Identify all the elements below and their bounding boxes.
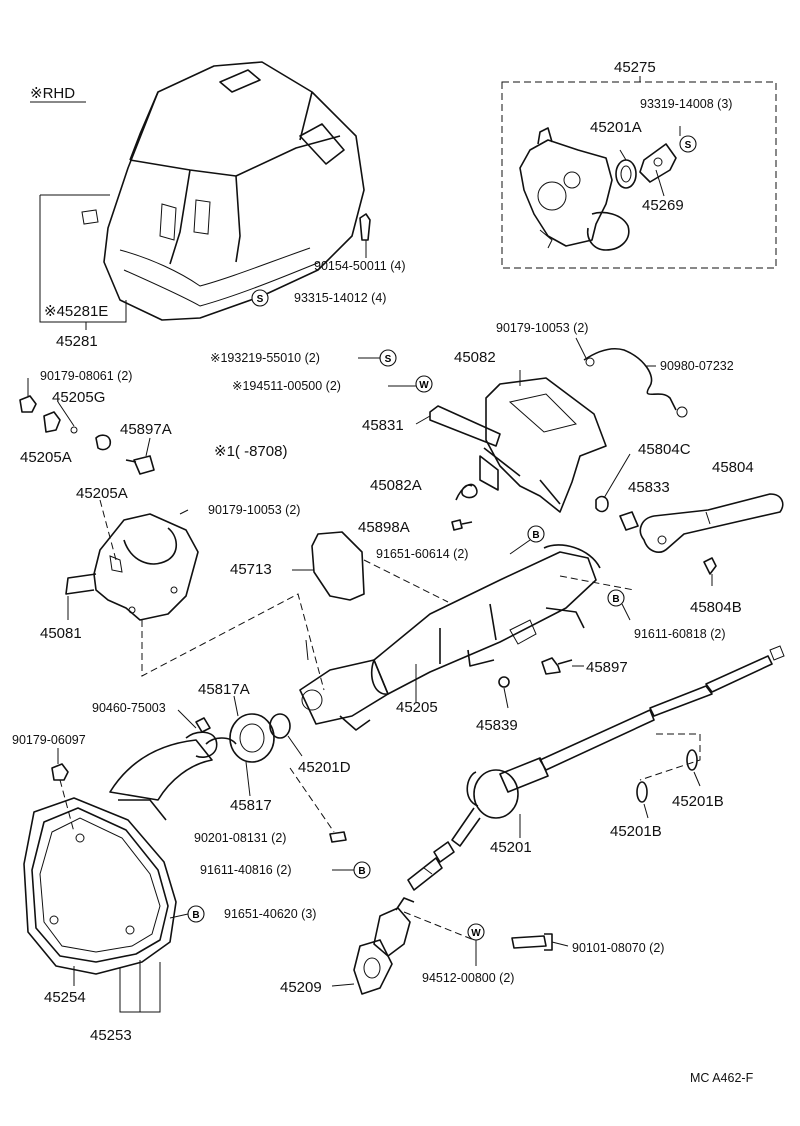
- svg-text:S: S: [385, 354, 392, 365]
- label-45082A: 45082A: [370, 477, 422, 494]
- bolt-90201-drawing: [329, 831, 347, 843]
- badge-s-193219: S: [379, 349, 397, 367]
- label-45205G: 45205G: [52, 389, 105, 406]
- svg-text:B: B: [358, 866, 365, 877]
- label-45804C: 45804C: [638, 441, 691, 458]
- badge-b-91651-40620: B: [187, 905, 205, 923]
- label-93315-14012: 93315-14012 (4): [294, 291, 386, 305]
- label-45804: 45804: [712, 459, 754, 476]
- label-45817A: 45817A: [198, 681, 250, 698]
- column-cover-45281-drawing: [81, 61, 365, 321]
- label-45201D: 45201D: [298, 759, 351, 776]
- lever-45804-drawing: [619, 493, 784, 553]
- label-45839: 45839: [476, 717, 518, 734]
- label-45804B: 45804B: [690, 599, 742, 616]
- label-45254: 45254: [44, 989, 86, 1006]
- label-90101-08070: 90101-08070 (2): [572, 941, 664, 955]
- label-90980-07232: 90980-07232: [660, 359, 734, 373]
- label-45201B-2: 45201B: [610, 823, 662, 840]
- label-90154-50011: 90154-50011 (4): [314, 259, 406, 273]
- label-45281E: ※45281E: [44, 303, 108, 320]
- label-note-1: ※1( -8708): [214, 443, 287, 460]
- svg-text:B: B: [612, 594, 619, 605]
- clip-90460-drawing: [195, 717, 211, 733]
- cover-45254-45253-drawing: [23, 739, 213, 975]
- bolt-45831-drawing: [429, 405, 501, 447]
- badge-s-93319: S: [679, 135, 697, 153]
- label-45713: 45713: [230, 561, 272, 578]
- label-90179-10053-mid: 90179-10053 (2): [208, 503, 300, 517]
- snap-ring-45201B-2: [686, 749, 698, 771]
- label-footer-code: MC A462-F: [690, 1071, 754, 1085]
- label-45817: 45817: [230, 797, 272, 814]
- label-45253: 45253: [90, 1027, 132, 1044]
- svg-text:S: S: [685, 140, 692, 151]
- svg-text:W: W: [471, 928, 481, 939]
- part-45839-drawing: [498, 676, 510, 688]
- bolt-45897-drawing: [541, 657, 573, 675]
- label-45205: 45205: [396, 699, 438, 716]
- label-45205A-2: 45205A: [76, 485, 128, 502]
- label-90179-06097: 90179-06097: [12, 733, 86, 747]
- svg-text:W: W: [419, 380, 429, 391]
- label-45201A: 45201A: [590, 119, 642, 136]
- label-91651-40620: 91651-40620 (3): [224, 907, 316, 921]
- label-94512-00800: 94512-00800 (2): [422, 971, 514, 985]
- bracket-45081-drawing: [65, 513, 199, 621]
- steering-column-tube-45205-drawing: [299, 544, 601, 731]
- spring-45082A-drawing: [455, 483, 478, 501]
- label-193219-55010: ※193219-55010 (2): [210, 351, 320, 365]
- label-194511-00500: ※194511-00500 (2): [232, 379, 341, 393]
- label-45209: 45209: [280, 979, 322, 996]
- label-45081: 45081: [40, 625, 82, 642]
- label-90179-10053-top: 90179-10053 (2): [496, 321, 588, 335]
- svg-text:S: S: [257, 294, 264, 305]
- badge-b-91651-60614: B: [527, 525, 545, 543]
- label-90179-08061: 90179-08061 (2): [40, 369, 132, 383]
- label-45898A: 45898A: [358, 519, 410, 536]
- svg-text:B: B: [192, 910, 199, 921]
- label-45833: 45833: [628, 479, 670, 496]
- pad-45713-drawing: [311, 531, 365, 601]
- badge-w-94512: W: [467, 923, 485, 941]
- label-45831: 45831: [362, 417, 404, 434]
- badge-w-194511: W: [415, 375, 433, 393]
- svg-text:B: B: [532, 530, 539, 541]
- bolt-45804B-drawing: [703, 557, 717, 575]
- label-91651-60614: 91651-60614 (2): [376, 547, 468, 561]
- wire-harness-90980-drawing: [583, 347, 677, 411]
- label-90201-08131: 90201-08131 (2): [194, 831, 286, 845]
- label-45281: 45281: [56, 333, 98, 350]
- washer-45804C-drawing: [595, 495, 609, 513]
- label-45205A-1: 45205A: [20, 449, 72, 466]
- label-45201B-1: 45201B: [672, 793, 724, 810]
- screw-90154-drawing: [359, 213, 371, 241]
- bracket-45082-drawing: [479, 377, 607, 513]
- small-nuts-left: [19, 395, 155, 475]
- snap-ring-45201B-1: [636, 781, 648, 803]
- label-91611-40816: 91611-40816 (2): [200, 863, 292, 877]
- badge-b-91611-60818: B: [607, 589, 625, 607]
- bolt-90101-drawing: [511, 933, 553, 951]
- badge-b-91611-40816: B: [353, 861, 371, 879]
- steering-lock-housing-drawing: [519, 127, 677, 251]
- label-45269: 45269: [642, 197, 684, 214]
- screw-45898A-drawing: [451, 519, 473, 531]
- nut-90179-06097-drawing: [51, 763, 69, 781]
- label-91611-60818: 91611-60818 (2): [634, 627, 726, 641]
- label-45082: 45082: [454, 349, 496, 366]
- assembly-45275-box: [501, 81, 777, 269]
- boot-45817-drawing: [185, 713, 291, 763]
- label-45201: 45201: [490, 839, 532, 856]
- label-rhd: ※RHD: [30, 85, 75, 102]
- intermediate-shaft-45201-drawing: [407, 645, 785, 891]
- label-93319-14008: 93319-14008 (3): [640, 97, 732, 111]
- label-45897A: 45897A: [120, 421, 172, 438]
- label-45897: 45897: [586, 659, 628, 676]
- label-90460-75003: 90460-75003: [92, 701, 166, 715]
- label-45275: 45275: [614, 59, 656, 76]
- badge-s-93315: S: [251, 289, 269, 307]
- universal-joint-45209-drawing: [353, 897, 415, 995]
